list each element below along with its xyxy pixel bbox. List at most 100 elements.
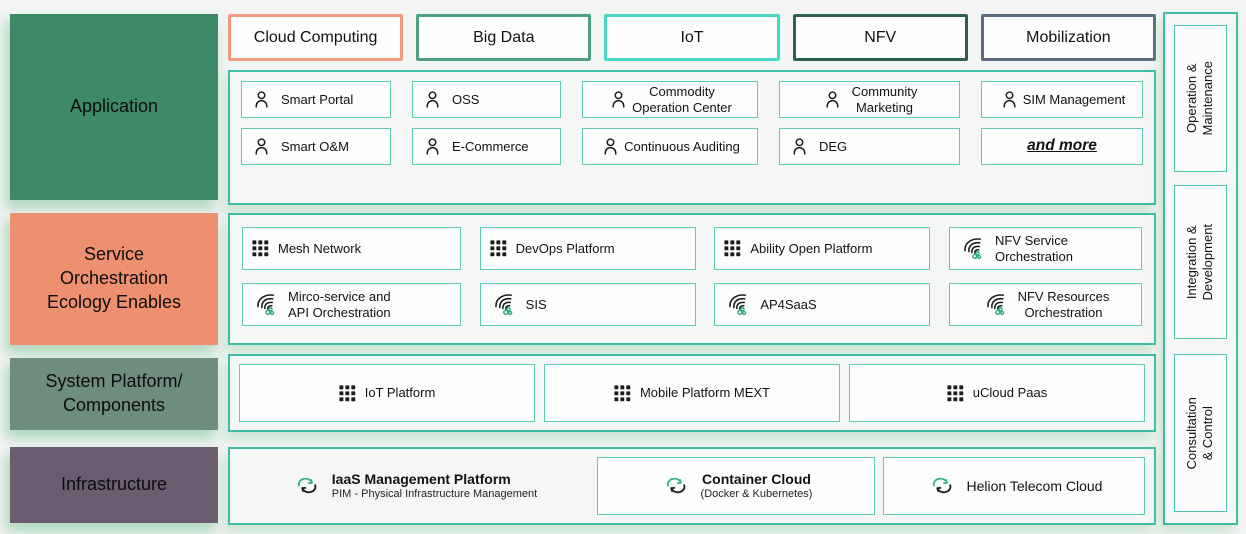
right-rail: Operation & Maintenance Integration & De… <box>1163 12 1238 525</box>
inf-item-subtitle: PIM - Physical Infrastructure Management <box>331 487 538 500</box>
cloud-sync-icon <box>297 477 317 494</box>
svc-item-label: SIS <box>525 296 547 312</box>
app-item-label: Continuous Auditing <box>624 138 740 154</box>
person-icon <box>826 91 839 108</box>
person-icon <box>1003 91 1016 108</box>
svc-item-ability-open-platform: Ability Open Platform <box>714 227 931 270</box>
svc-item-label: Ability Open Platform <box>750 240 873 256</box>
technology-pills-row: Cloud Computing Big Data IoT NFV Mobiliz… <box>228 14 1157 61</box>
svc-item-label: Mesh Network <box>278 240 362 256</box>
app-item-smart-oam: Smart O&M <box>241 128 391 165</box>
cloud-sync-icon <box>666 477 685 494</box>
inf-item-text: Helion Telecom Cloud <box>967 478 1103 495</box>
pill-cloud-computing: Cloud Computing <box>228 14 404 61</box>
person-icon <box>604 138 617 155</box>
app-item-community-marketing: Community Marketing <box>779 81 960 118</box>
orchestration-icon <box>257 294 275 316</box>
sys-item-iot-platform: IoT Platform <box>239 364 535 422</box>
app-item-label: Smart O&M <box>281 138 349 154</box>
svc-item-nfv-resources-orchestration: NFV Resources Orchestration <box>948 283 1142 326</box>
app-item-label: E-Commerce <box>452 138 529 154</box>
sys-item-label: uCloud Paas <box>972 385 1048 401</box>
grid-icon <box>614 384 631 401</box>
inf-item-subtitle: (Docker & Kubernetes) <box>700 487 813 500</box>
inf-item-title: Container Cloud <box>702 471 811 487</box>
rail-item-operation-maintenance: Operation & Maintenance <box>1174 25 1227 172</box>
application-container: Smart Portal OSS Commodity Operation Cen… <box>228 70 1156 205</box>
sys-item-mobile-platform-mext: Mobile Platform MEXT <box>544 364 840 422</box>
svc-item-devops-platform: DevOps Platform <box>479 227 696 270</box>
app-item-smart-portal: Smart Portal <box>241 81 391 118</box>
application-grid: Smart Portal OSS Commodity Operation Cen… <box>230 72 1154 174</box>
sys-item-label: IoT Platform <box>364 385 436 401</box>
app-item-deg: DEG <box>779 128 960 165</box>
rail-item-integration-development: Integration & Development <box>1174 185 1227 339</box>
inf-item-title: IaaS Management Platform <box>331 471 511 487</box>
orchestration-icon <box>964 238 982 260</box>
infrastructure-container: IaaS Management Platform PIM - Physical … <box>228 447 1156 525</box>
inf-item-title: Helion Telecom Cloud <box>966 477 1103 494</box>
grid-icon <box>947 384 964 401</box>
grid-icon <box>339 384 355 401</box>
inf-item-helion-telecom-cloud: Helion Telecom Cloud <box>883 457 1145 515</box>
person-icon <box>255 91 268 108</box>
orchestration-icon <box>986 294 1004 316</box>
grid-icon <box>252 240 269 257</box>
orchestration-icon <box>729 294 747 316</box>
grid-icon <box>490 240 506 257</box>
app-item-label: and more <box>1027 137 1097 155</box>
app-item-label: Commodity Operation Center <box>632 84 732 115</box>
svc-item-label: Mirco-service and API Orchestration <box>288 289 391 320</box>
app-item-label: Community Marketing <box>851 84 918 115</box>
sys-item-ucloud-paas: uCloud Paas <box>849 364 1145 422</box>
pill-nfv: NFV <box>792 14 968 61</box>
app-item-label: OSS <box>452 91 480 107</box>
app-item-label: Smart Portal <box>281 91 354 107</box>
svc-item-microservice-api-orchestration: Mirco-service and API Orchestration <box>242 283 461 326</box>
person-icon <box>612 91 625 108</box>
grid-icon <box>724 240 741 257</box>
app-item-label: SIM Management <box>1022 91 1126 107</box>
app-item-oss: OSS <box>412 81 561 118</box>
app-item-commodity-operation-center: Commodity Operation Center <box>582 81 758 118</box>
person-icon <box>793 138 806 155</box>
service-orchestration-container: Mesh Network DevOps Platform Ability Ope… <box>228 213 1156 345</box>
svc-item-label: DevOps Platform <box>515 240 615 256</box>
cloud-sync-icon <box>932 477 951 494</box>
infrastructure-grid: IaaS Management Platform PIM - Physical … <box>230 449 1154 523</box>
svc-item-label: NFV Service Orchestration <box>994 233 1074 264</box>
pill-iot: IoT <box>604 14 780 61</box>
inf-item-text: IaaS Management Platform PIM - Physical … <box>332 471 537 501</box>
svc-item-ap4saas: AP4SaaS <box>714 283 931 326</box>
app-item-continuous-auditing: Continuous Auditing <box>582 128 758 165</box>
rail-item-consultation-control: Consultation & Control <box>1174 354 1227 512</box>
person-icon <box>426 91 439 108</box>
inf-item-iaas-management: IaaS Management Platform PIM - Physical … <box>239 457 589 515</box>
rail-item-label: Consultation & Control <box>1184 396 1216 470</box>
layer-label-system-platform: System Platform/ Components <box>10 358 218 430</box>
rail-item-label: Integration & Development <box>1184 223 1216 301</box>
inf-item-text: Container Cloud (Docker & Kubernetes) <box>701 471 813 501</box>
sys-item-label: Mobile Platform MEXT <box>639 385 771 401</box>
svc-item-label: NFV Resources Orchestration <box>1017 289 1110 320</box>
svc-item-nfv-service-orchestration: NFV Service Orchestration <box>948 227 1142 270</box>
service-grid: Mesh Network DevOps Platform Ability Ope… <box>230 215 1154 338</box>
inf-item-container-cloud: Container Cloud (Docker & Kubernetes) <box>597 457 875 515</box>
app-item-ecommerce: E-Commerce <box>412 128 561 165</box>
pill-mobilization: Mobilization <box>980 14 1157 61</box>
system-platform-container: IoT Platform Mobile Platform MEXT uCloud… <box>228 354 1156 432</box>
app-item-sim-management: SIM Management <box>981 81 1143 118</box>
rail-item-label: Operation & Maintenance <box>1184 61 1216 136</box>
orchestration-icon <box>494 294 513 316</box>
svc-item-mesh-network: Mesh Network <box>242 227 461 270</box>
system-grid: IoT Platform Mobile Platform MEXT uCloud… <box>230 356 1154 430</box>
layer-label-service-orchestration: Service Orchestration Ecology Enables <box>10 213 218 345</box>
layer-label-application: Application <box>10 14 218 200</box>
svc-item-label: AP4SaaS <box>760 296 817 312</box>
person-icon <box>255 138 268 155</box>
app-item-and-more: and more <box>981 128 1143 165</box>
svc-item-sis: SIS <box>479 283 696 326</box>
app-item-label: DEG <box>819 138 848 154</box>
person-icon <box>426 138 439 155</box>
